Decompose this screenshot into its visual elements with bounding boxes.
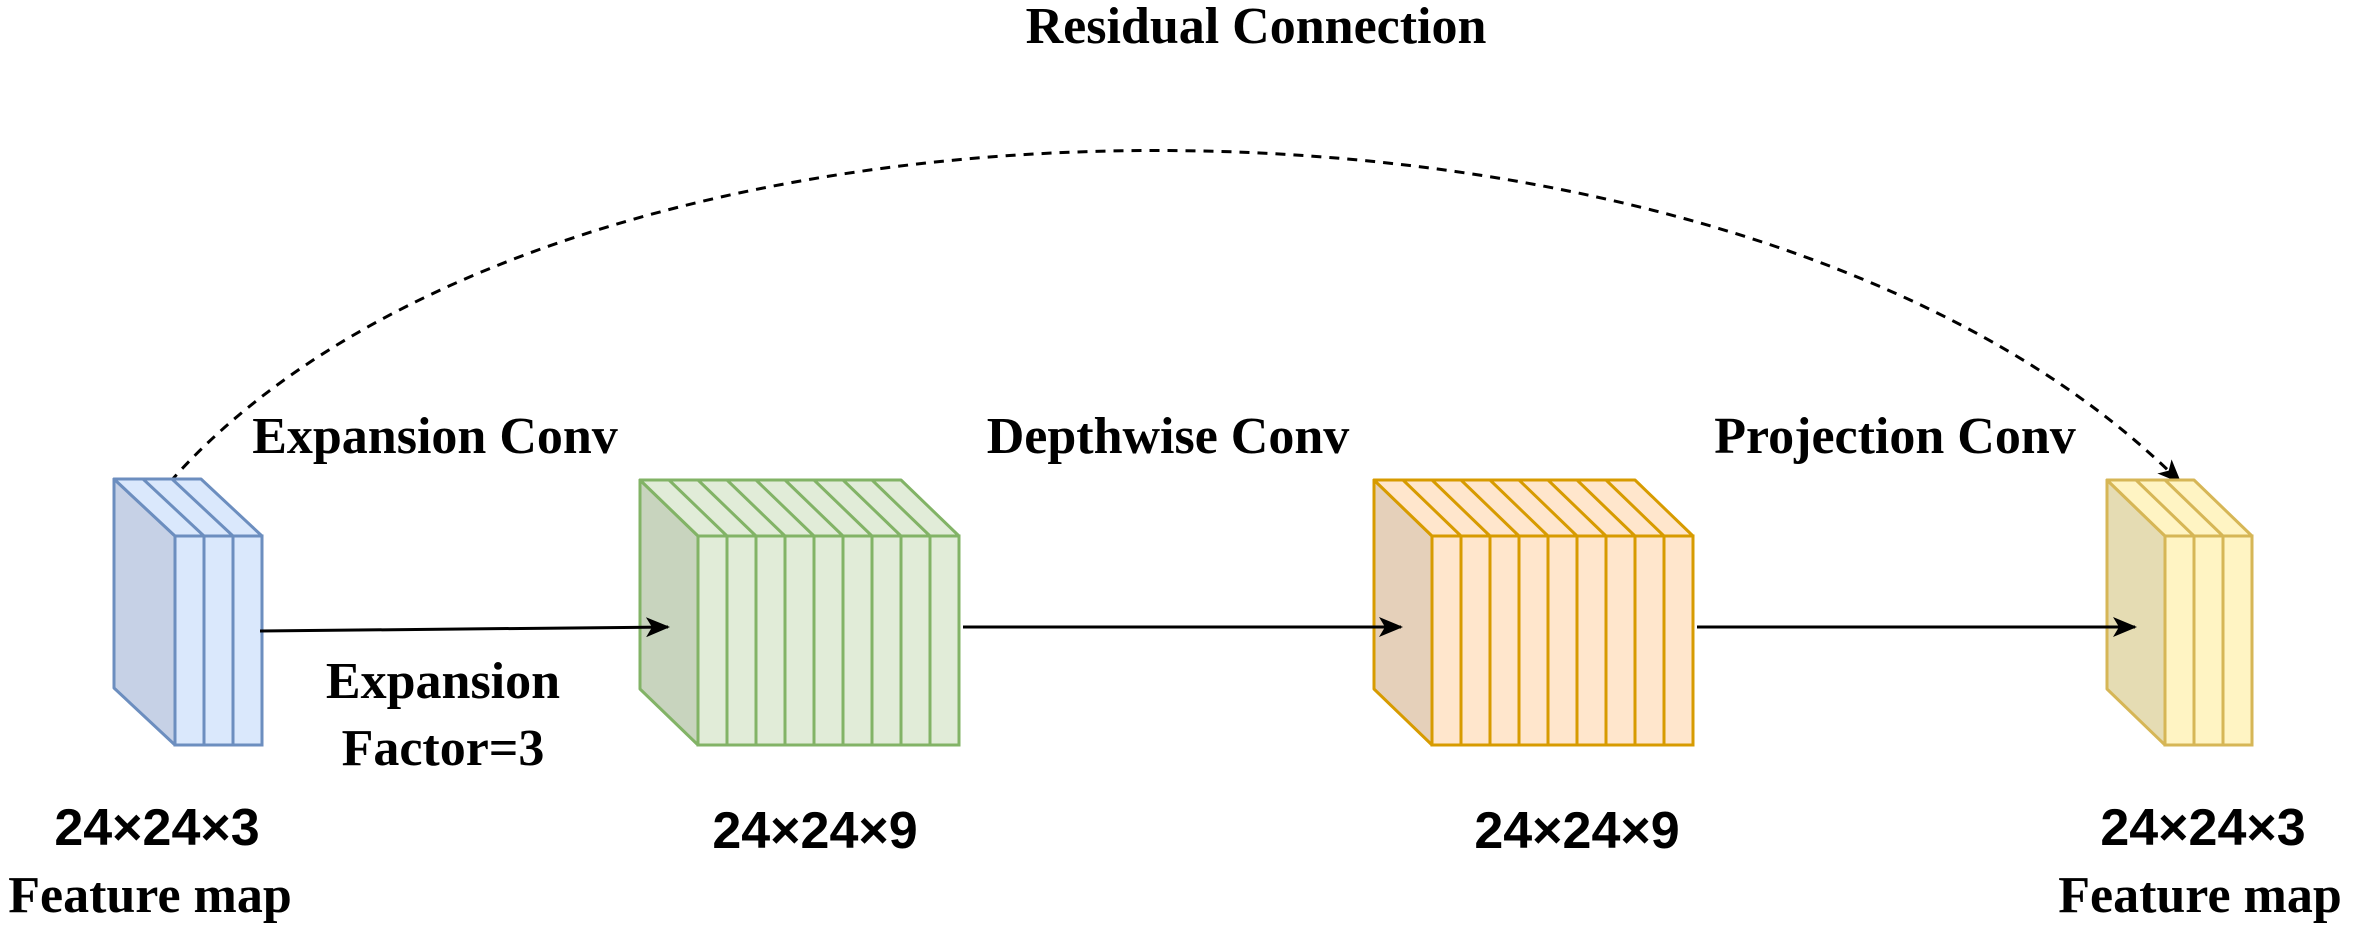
expanded-top-slab-edge <box>812 478 874 538</box>
output-channel-slab <box>2163 534 2196 747</box>
expansion-arrow <box>259 617 670 638</box>
input-feature-map-block <box>112 477 264 747</box>
expanded-feature-map-block <box>638 478 961 747</box>
expanded-top-slab-edge <box>667 478 729 538</box>
depthwise-feature-map-block <box>1372 478 1695 747</box>
output-feature-map-block <box>2105 478 2254 747</box>
expanded-top-slab-edge <box>754 478 816 538</box>
expanded-top-slab-edge <box>696 478 758 538</box>
expanded-top-slab-edge <box>783 478 845 538</box>
input-channel-slab <box>202 534 235 747</box>
expanded-channel-slab <box>841 534 874 747</box>
input-channel-slab <box>173 534 206 747</box>
expansion-factor-line2: Factor=3 <box>342 720 545 777</box>
depthwise-top-slab-edge <box>1488 478 1550 538</box>
depthwise-channel-slab <box>1633 534 1666 747</box>
output-channel-slab <box>2192 534 2225 747</box>
expanded-block-top-face <box>638 478 961 538</box>
expansion-conv-label: Expansion Conv <box>252 408 618 465</box>
expanded-channel-slab <box>696 534 729 747</box>
expanded-top-slab-edge <box>870 478 932 538</box>
expanded-channel-slab <box>754 534 787 747</box>
expanded-channel-slab <box>783 534 816 747</box>
depthwise-channel-slab <box>1517 534 1550 747</box>
expanded-channel-slab <box>899 534 932 747</box>
residual-connection-label: Residual Connection <box>1026 0 1487 55</box>
output-top-slab-edge <box>2163 478 2225 538</box>
depthwise-top-slab-edge <box>1430 478 1492 538</box>
expanded-dims-label: 24×24×9 <box>712 802 917 860</box>
expanded-top-slab-edge <box>725 478 787 538</box>
expanded-channel-slab <box>870 534 903 747</box>
projection-conv-label: Projection Conv <box>1714 408 2076 465</box>
input-top-slab-edge <box>141 477 206 538</box>
input-channel-slab <box>231 534 264 747</box>
depthwise-channel-slab <box>1575 534 1608 747</box>
input-caption-label: Feature map <box>8 867 292 924</box>
depthwise-channel-slab <box>1430 534 1463 747</box>
depthwise-channel-slab <box>1488 534 1521 747</box>
depthwise-top-slab-edge <box>1459 478 1521 538</box>
depthwise-channel-slab <box>1546 534 1579 747</box>
output-top-slab-edge <box>2134 478 2196 538</box>
output-channel-slab <box>2221 534 2254 747</box>
depthwise-channel-slab <box>1662 534 1695 747</box>
depthwise-dims-label: 24×24×9 <box>1474 802 1679 860</box>
expansion-factor-line1: Expansion <box>326 653 560 710</box>
depthwise-top-slab-edge <box>1517 478 1579 538</box>
depthwise-top-slab-edge <box>1546 478 1608 538</box>
input-dims-label: 24×24×3 <box>54 799 259 857</box>
output-dims-label: 24×24×3 <box>2100 799 2305 857</box>
expanded-top-slab-edge <box>841 478 903 538</box>
depthwise-top-slab-edge <box>1401 478 1463 538</box>
depthwise-channel-slab <box>1604 534 1637 747</box>
depthwise-channel-slab <box>1459 534 1492 747</box>
depthwise-block-top-face <box>1372 478 1695 538</box>
residual-connection-arrow <box>168 149 2182 484</box>
expanded-channel-slab <box>928 534 961 747</box>
expanded-channel-slab <box>725 534 758 747</box>
depthwise-conv-label: Depthwise Conv <box>987 408 1350 465</box>
depthwise-top-slab-edge <box>1575 478 1637 538</box>
output-caption-label: Feature map <box>2058 867 2342 924</box>
expanded-channel-slab <box>812 534 845 747</box>
input-top-slab-edge <box>170 477 235 538</box>
depthwise-top-slab-edge <box>1604 478 1666 538</box>
